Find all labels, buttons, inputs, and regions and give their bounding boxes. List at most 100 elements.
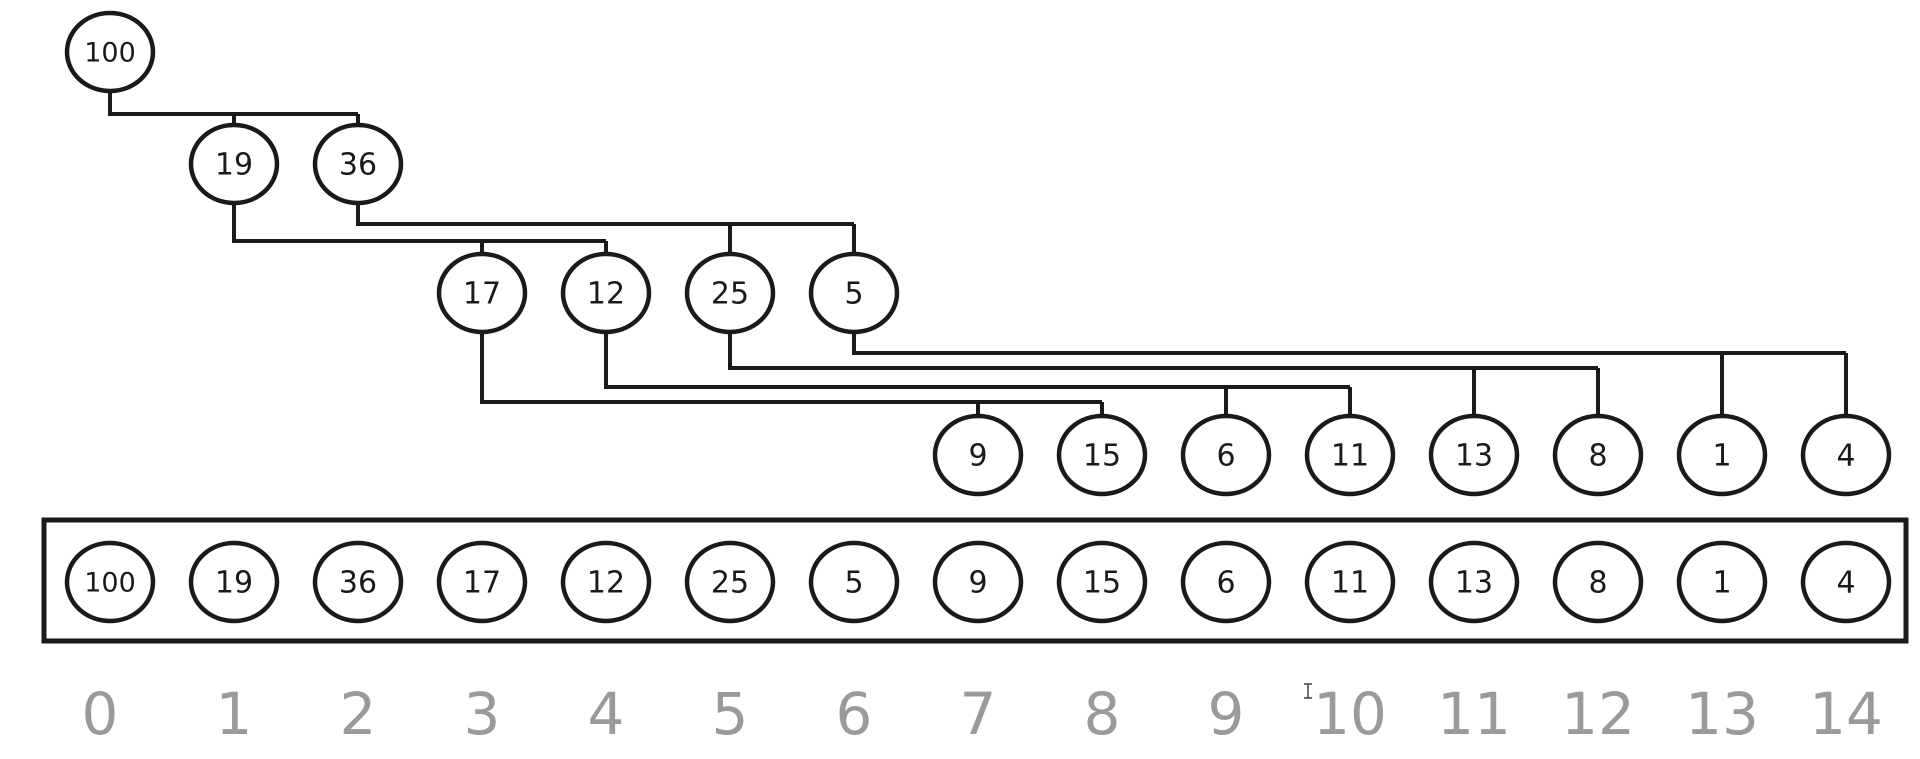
node-value: 11 [1331, 439, 1369, 474]
node-value: 8 [1588, 566, 1607, 601]
node-circle [684, 251, 776, 335]
node-circle [932, 413, 1024, 497]
tree-node: 1 [1676, 413, 1768, 497]
tree-edge [356, 203, 856, 254]
node-value: 15 [1083, 566, 1121, 601]
tree-node: 12 [560, 251, 652, 335]
array-cell: 8 [1552, 540, 1644, 624]
index-label: 2 [340, 680, 377, 748]
array-cell: 19 [188, 540, 280, 624]
array-cell: 9 [932, 540, 1024, 624]
tree-node: 36 [312, 122, 404, 206]
index-label: 9 [1208, 680, 1245, 748]
index-label: 1 [216, 680, 253, 748]
node-value: 13 [1455, 566, 1493, 601]
node-circle [560, 540, 652, 624]
node-circle [1056, 413, 1148, 497]
index-label: 12 [1561, 680, 1635, 748]
node-value: 5 [844, 277, 863, 312]
index-label: 6 [836, 680, 873, 748]
node-circle [312, 122, 404, 206]
node-circle [1428, 540, 1520, 624]
node-circle [1428, 413, 1520, 497]
array-cell: 11 [1304, 540, 1396, 624]
node-value: 6 [1216, 566, 1235, 601]
node-circle [1304, 413, 1396, 497]
array-cell: 17 [436, 540, 528, 624]
tree-node: 11 [1304, 413, 1396, 497]
node-value: 11 [1331, 566, 1369, 601]
node-circle [1180, 413, 1272, 497]
array-cell: 36 [312, 540, 404, 624]
node-value: 4 [1836, 566, 1855, 601]
node-circle [932, 540, 1024, 624]
node-value: 19 [215, 566, 253, 601]
index-label: 3 [464, 680, 501, 748]
node-circle [64, 540, 156, 624]
array-cell: 100 [64, 540, 156, 624]
node-value: 1 [1712, 566, 1731, 601]
node-circle [1552, 413, 1644, 497]
node-circle [684, 540, 776, 624]
node-value: 17 [463, 277, 501, 312]
tree-node: 17 [436, 251, 528, 335]
node-circle [64, 10, 156, 94]
node-value: 13 [1455, 439, 1493, 474]
node-circle [436, 251, 528, 335]
node-circle [312, 540, 404, 624]
node-circle [560, 251, 652, 335]
index-label: 4 [588, 680, 625, 748]
node-circle [1676, 540, 1768, 624]
node-value: 8 [1588, 439, 1607, 474]
node-value: 100 [84, 38, 136, 69]
tree-edges [108, 91, 1848, 416]
node-circle [808, 251, 900, 335]
node-circle [188, 122, 280, 206]
node-circle [1056, 540, 1148, 624]
array-cell: 5 [808, 540, 900, 624]
node-circle [1552, 540, 1644, 624]
node-circle [436, 540, 528, 624]
array-cell: 25 [684, 540, 776, 624]
node-value: 36 [339, 148, 377, 183]
tree-edge [852, 332, 1848, 416]
array-cell: 4 [1800, 540, 1892, 624]
index-label: 10 [1313, 680, 1387, 748]
text-cursor-icon [1304, 683, 1312, 699]
array-cell: 1 [1676, 540, 1768, 624]
index-label: 0 [82, 680, 119, 748]
node-circle [1800, 540, 1892, 624]
node-value: 5 [844, 566, 863, 601]
tree-edge [232, 203, 608, 254]
node-value: 9 [968, 439, 987, 474]
array-cell: 6 [1180, 540, 1272, 624]
tree-node: 15 [1056, 413, 1148, 497]
index-label: 14 [1809, 680, 1883, 748]
tree-node: 8 [1552, 413, 1644, 497]
index-label: 13 [1685, 680, 1759, 748]
node-value: 9 [968, 566, 987, 601]
node-value: 17 [463, 566, 501, 601]
tree-node: 5 [808, 251, 900, 335]
node-value: 12 [587, 277, 625, 312]
node-circle [188, 540, 280, 624]
node-value: 25 [711, 277, 749, 312]
node-value: 19 [215, 148, 253, 183]
tree-edge [604, 332, 1352, 416]
tree-node: 9 [932, 413, 1024, 497]
node-value: 12 [587, 566, 625, 601]
index-label: 11 [1437, 680, 1511, 748]
array-cell: 12 [560, 540, 652, 624]
tree-node: 4 [1800, 413, 1892, 497]
node-value: 4 [1836, 439, 1855, 474]
tree-node: 19 [188, 122, 280, 206]
tree-node: 6 [1180, 413, 1272, 497]
node-value: 1 [1712, 439, 1731, 474]
node-circle [1676, 413, 1768, 497]
tree-node: 13 [1428, 413, 1520, 497]
tree-edge [728, 332, 1600, 416]
node-circle [1800, 413, 1892, 497]
tree-edge [108, 91, 360, 125]
